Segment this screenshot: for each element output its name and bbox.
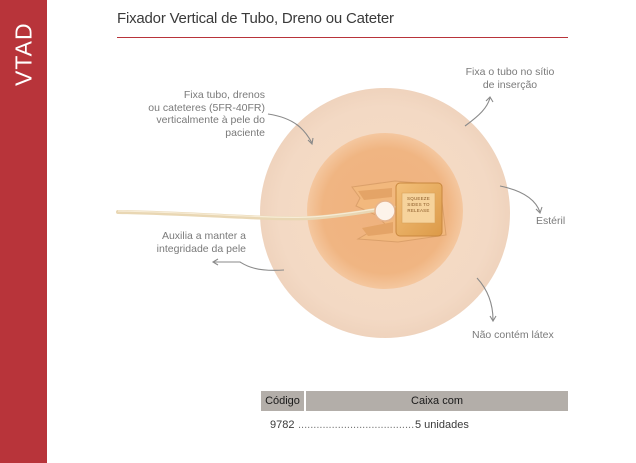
table-row: 9782 ...................................… (270, 419, 568, 435)
table-header-box: Caixa com (306, 391, 568, 411)
clip-slot (358, 188, 392, 200)
table-header-code: Código (261, 391, 304, 411)
center-hole (374, 200, 396, 222)
callout-auxilia: Auxilia a manter a integridade da pele (156, 230, 246, 255)
cell-leader-dots: ........................................… (298, 419, 414, 431)
callout-arrows (211, 96, 543, 323)
page-title: Fixador Vertical de Tubo, Dreno ou Catet… (117, 10, 394, 27)
callout-esteril: Estéril (536, 215, 566, 227)
clip-slot-lower (362, 222, 393, 236)
clip-label (401, 192, 436, 224)
title-divider (117, 37, 568, 38)
side-bar: VTAD (0, 0, 47, 463)
device-label-text: SQUEEZE SIDES TO RELEASE (407, 196, 430, 213)
callout-fixa-sitio: Fixa o tubo no sítio de inserção (465, 66, 555, 91)
cell-code: 9782 (270, 419, 295, 431)
cell-quantity: 5 unidades (415, 419, 469, 431)
tube-highlight (117, 206, 393, 218)
callout-fixa-tubo: Fixa tubo, drenos ou cateteres (5FR-40FR… (148, 89, 265, 139)
callout-latex: Não contém látex (472, 329, 554, 341)
tube (116, 205, 420, 221)
